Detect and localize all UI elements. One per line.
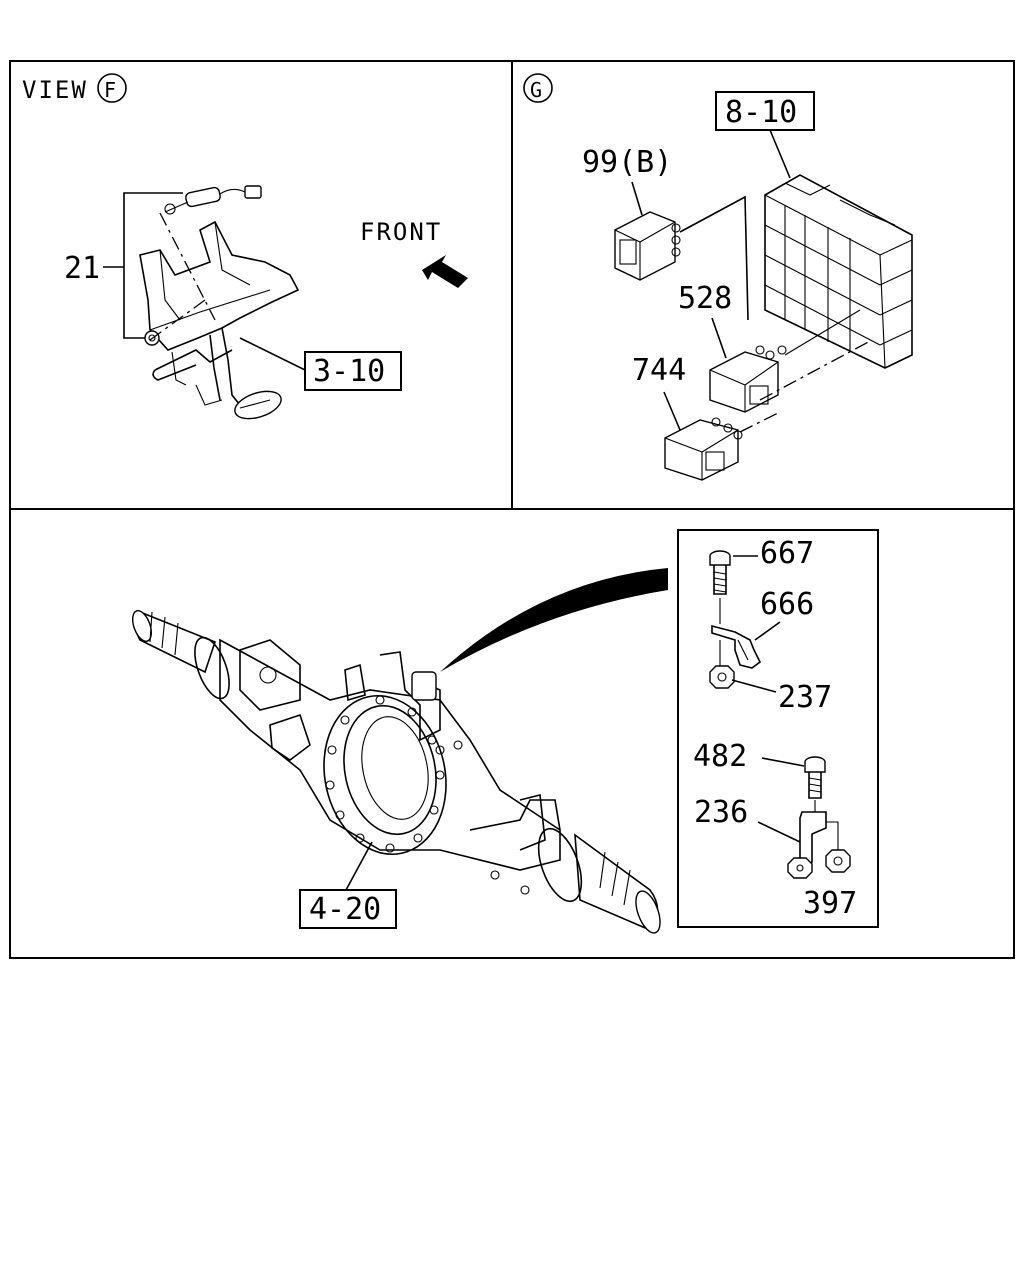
detail-inset [677,529,879,928]
view-g-circle-icon [523,73,553,103]
rear-axle-housing [132,610,661,934]
view-f-circle-icon [97,73,127,103]
box-4-20 [299,889,397,929]
detail-pointer [440,568,668,672]
label-99b: 99(B) [582,145,672,180]
label-667: 667 [760,536,814,571]
label-4-20: 4-20 [309,892,381,927]
relay-744 [664,417,743,481]
box-8-10 [715,91,815,131]
label-482: 482 [693,739,747,774]
label-397: 397 [803,886,857,921]
panel-frames [9,60,1015,959]
bolt-482 [804,756,826,799]
nut-397 [825,849,851,873]
brake-pedal-assembly [139,185,300,420]
label-744: 744 [632,353,686,388]
label-528: 528 [678,281,732,316]
label-236: 236 [694,795,748,830]
relay-box [764,174,913,369]
relay-99b [614,211,681,281]
bolt-holes [325,695,463,853]
relay-528 [709,345,787,413]
view-g-panel: G 8-10 [523,73,913,481]
label-21: 21 [64,251,100,286]
box-3-10 [304,351,402,391]
clip-666 [711,624,762,669]
bracket-236 [787,811,827,879]
view-f-panel: VIEW F FRONT [22,73,468,420]
label-666: 666 [760,587,814,622]
front-label: FRONT [360,218,442,246]
callout-3-10: 3-10 [239,337,402,391]
label-8-10: 8-10 [725,95,797,130]
front-arrow-icon [422,255,468,288]
view-g-letter: G [530,78,542,102]
view-f-letter: F [104,78,116,102]
axle-panel: 4-20 667 666 237 482 [132,529,879,934]
view-f-title: VIEW [22,76,88,104]
bolt-667 [709,550,731,595]
label-237: 237 [778,680,832,715]
label-3-10: 3-10 [313,354,385,389]
nut-237 [709,665,735,689]
callout-21: 21 [64,192,183,339]
